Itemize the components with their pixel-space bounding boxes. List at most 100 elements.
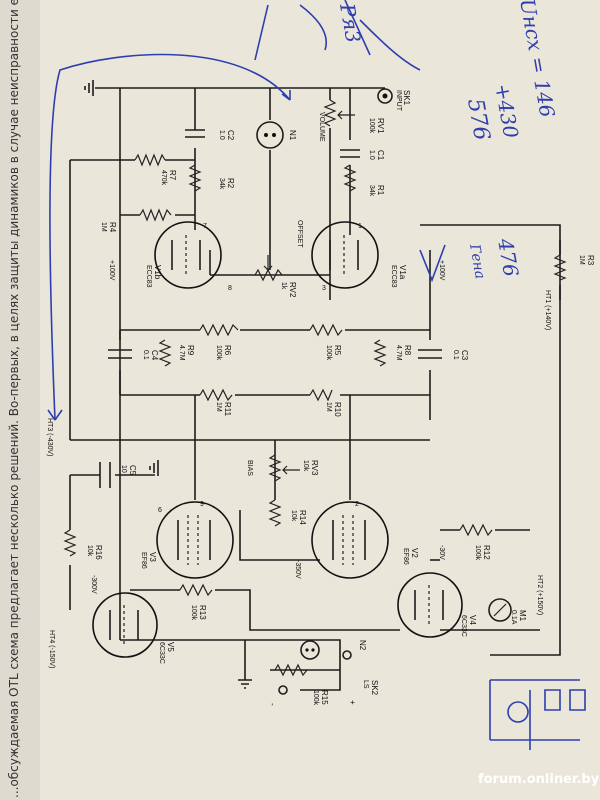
neon-lamp-n2 [300,640,320,660]
label-r5-value: 100k [325,345,332,361]
label-plus-terminal: + [348,700,357,705]
label-r2-value: 34k [218,178,225,190]
resistor-r9 [158,339,172,367]
label-plus100-right: +100V [438,260,445,281]
label-r5: R5 [333,345,342,356]
label-c2: C2 [226,130,235,141]
label-v4: V4 [468,615,477,625]
label-r9: R9 [186,345,195,356]
label-c3-value: 0.1 [452,350,459,360]
label-r15: R15 [320,690,329,705]
resistor-r6 [199,323,239,337]
label-r7: R7 [168,170,177,181]
resistors [63,99,567,677]
label-r13-value: 100k [190,605,197,621]
label-ht4: HT4 (-150V) [48,630,55,669]
resistor-r3 [553,254,567,281]
capacitor-c3 [418,349,442,359]
resistor-r15 [274,663,308,677]
label-r10-value: 1M [325,402,332,412]
label-n2: N2 [358,640,367,651]
resistor-r13 [179,583,213,597]
page-margin-shadow [0,0,40,800]
label-c3: C3 [460,350,469,361]
label-v2: V2 [410,548,419,558]
label-r14-value: 10k [290,510,297,522]
label-r12-value: 100k [474,545,481,561]
label-c4-value: 0.1 [142,350,149,360]
label-r14: R14 [298,510,307,525]
label-pin-9: 9 [200,501,204,508]
label-bias: BIAS [246,460,253,476]
label-ht1: HT1 (+140V) [544,290,551,330]
label-v2-type: EF86 [402,548,409,565]
label-r16: R16 [94,545,103,560]
potentiometer-arrows [263,110,355,475]
label-r7-value: 470k [160,170,167,186]
label-v1b-type: ECC83 [145,265,152,288]
resistor-r11 [199,388,233,402]
tube-v1b [154,221,222,289]
label-m1: M1 [518,610,527,622]
component-labels: SK1 INPUT RV1 100k VOLUME C1 1.0 R1 34k … [46,90,595,706]
label-sk1: SK1 [402,90,411,106]
label-rv1: RV1 [376,118,385,134]
label-r11: R11 [223,402,232,417]
label-v5-type: 6C33C [158,642,165,664]
label-rv1-value: 100k [368,118,375,134]
label-rv3-value: 10k [302,460,309,472]
label-r3-value: 1M [578,255,585,265]
label-r1: R1 [376,185,385,196]
resistor-r4 [139,208,172,222]
resistor-r7 [134,153,166,167]
label-pin-7: 7 [203,223,207,230]
label-c1: C1 [376,150,385,161]
label-minus300: -300V [90,575,97,594]
capacitors [99,129,442,488]
label-r13: R13 [198,605,207,620]
capacitor-c5 [99,462,111,488]
capacitor-c1 [340,149,360,158]
label-r15-value: 100k [312,690,319,706]
label-v1b: V1b [153,265,162,280]
resistor-r10 [309,388,333,402]
label-c4: C4 [150,350,159,361]
label-r3: R3 [586,255,595,266]
neon-lamp-n1 [256,121,284,149]
output-terminals[interactable] [278,650,352,695]
resistor-r5 [309,323,343,337]
label-v1a: V1a [398,265,407,280]
label-v5: V5 [166,642,175,652]
label-m1-value: 0.1A [510,610,517,625]
label-volume: VOLUME [318,112,325,142]
label-c2-value: 1.0 [218,130,225,140]
label-ls: LS [362,680,369,689]
label-input: INPUT [395,90,402,112]
label-n1: N1 [288,130,297,141]
tube-v3 [156,501,234,579]
side-text: ...обсуждаемая OTL схема предлагает неск… [7,0,21,798]
label-offset: OFFSET [296,220,303,248]
label-pin-1: 1 [358,223,362,230]
label-v3-type: EF86 [140,552,147,569]
label-ht2: HT2 (+150V) [536,575,543,615]
resistor-r1 [343,164,357,192]
label-v1a-type: ECC83 [390,265,397,288]
label-r4: R4 [108,222,117,233]
resistor-rv3 [268,454,282,482]
label-rv2: RV2 [288,282,297,298]
ground-symbol [84,80,252,689]
tube-v2 [311,501,389,579]
resistor-r16 [63,529,77,557]
label-rv3: RV3 [310,460,319,476]
handwriting-mid2: Гена [466,242,488,280]
resistor-r8 [373,339,387,367]
input-jack[interactable] [377,88,393,104]
label-r10: R10 [333,402,342,417]
wiring [69,87,561,691]
meter-m1 [488,598,512,622]
label-r11-value: 1M [215,402,222,412]
